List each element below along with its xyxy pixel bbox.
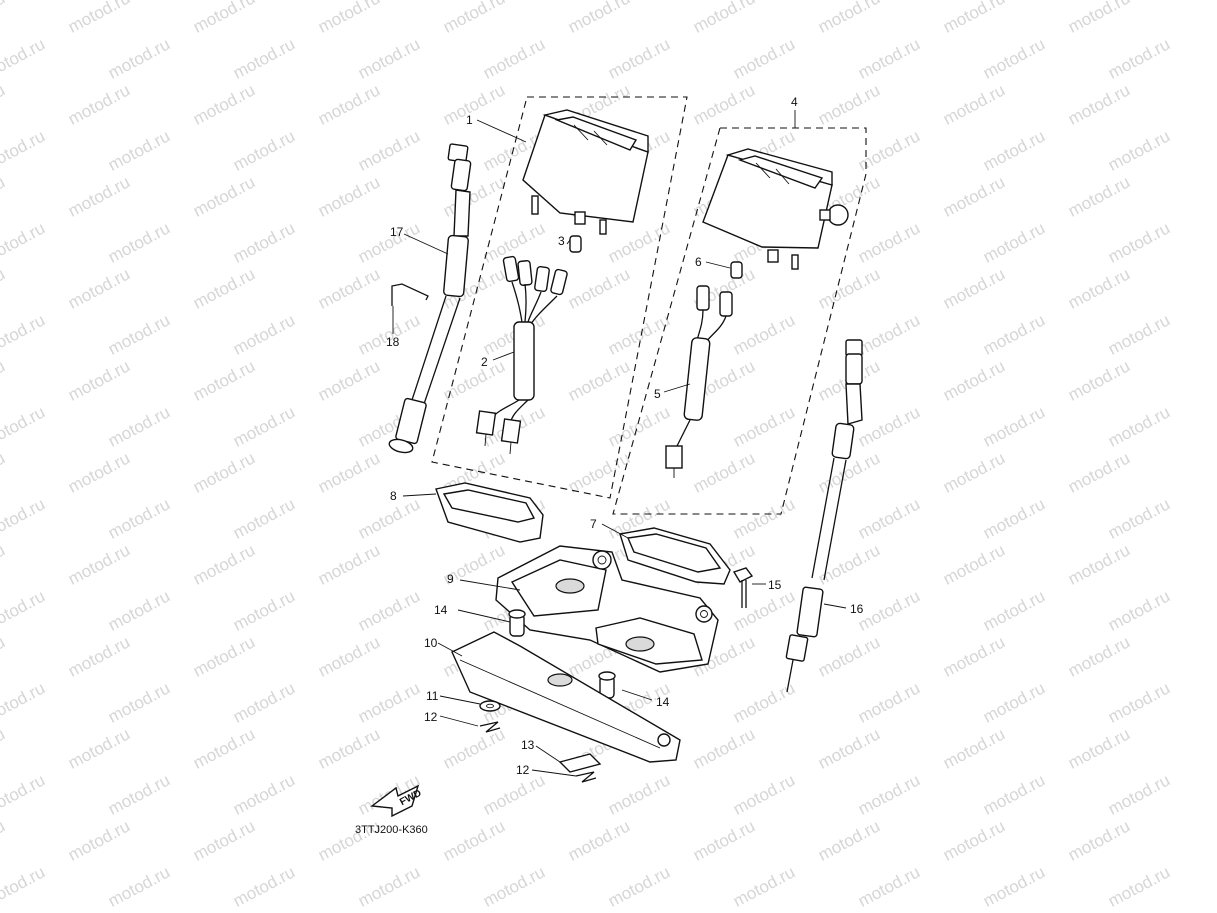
- callout-17: 17: [390, 225, 404, 239]
- speedometer-cable: [388, 143, 472, 454]
- grommet-upper: [508, 609, 526, 637]
- callouts: 1 2 3 4 5 6 7 8 9 10 11 12 13 12 14 14 1…: [386, 95, 864, 777]
- tachometer-assembly-boundary: [612, 127, 867, 515]
- speedometer-cover: [435, 482, 544, 543]
- callout-9: 9: [447, 572, 454, 586]
- speedometer-bulb: [569, 235, 582, 253]
- callout-2: 2: [481, 355, 488, 369]
- callout-12b: 12: [516, 763, 530, 777]
- pin-upper: [479, 721, 501, 733]
- tachometer-wire-harness: [665, 285, 733, 478]
- clamp: [558, 753, 602, 773]
- callout-4: 4: [791, 95, 798, 109]
- leader-lines: [392, 110, 847, 777]
- callout-10: 10: [424, 636, 438, 650]
- fwd-arrow-icon: FWD: [370, 784, 423, 818]
- tachometer-cable: [785, 339, 863, 693]
- grommet-lower: [598, 671, 616, 699]
- tachometer-cover: [619, 527, 731, 585]
- tachometer-bulb: [730, 261, 743, 279]
- washer: [479, 700, 501, 712]
- pin-lower: [575, 771, 597, 783]
- callout-3: 3: [558, 234, 565, 248]
- callout-6: 6: [695, 255, 702, 269]
- callout-5: 5: [654, 387, 661, 401]
- callout-1: 1: [466, 113, 473, 127]
- callout-12a: 12: [424, 710, 438, 724]
- speedometer-housing: [522, 109, 649, 235]
- lower-bracket: [451, 631, 681, 763]
- diagram-code: 3TTJ200-K360: [355, 824, 428, 836]
- tachometer-housing: [702, 148, 849, 270]
- cable-clip: [391, 283, 429, 306]
- callout-7: 7: [590, 517, 597, 531]
- callout-11: 11: [426, 689, 439, 703]
- callout-15: 15: [768, 578, 782, 592]
- callout-14b: 14: [656, 695, 670, 709]
- callout-8: 8: [390, 489, 397, 503]
- callout-18: 18: [386, 335, 400, 349]
- callout-13: 13: [521, 738, 535, 752]
- bolt: [732, 567, 754, 608]
- speedometer-assembly-boundary: [431, 96, 688, 499]
- callout-16: 16: [850, 602, 864, 616]
- speedometer-wire-harness: [475, 255, 568, 455]
- callout-14a: 14: [434, 603, 448, 617]
- meter-bracket: [495, 545, 719, 673]
